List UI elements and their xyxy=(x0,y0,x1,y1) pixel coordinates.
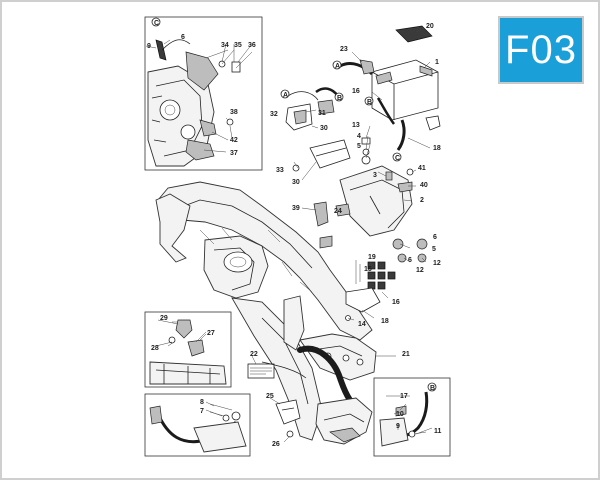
inset-bracket xyxy=(144,311,232,388)
callout-12: 12 xyxy=(416,267,424,274)
connection-a-label: A xyxy=(335,63,340,70)
callout-23: 23 xyxy=(340,46,348,53)
callout-42: 42 xyxy=(230,137,238,144)
callout-5: 5 xyxy=(432,246,436,253)
callout-29: 29 xyxy=(160,315,168,322)
page-code: F03 xyxy=(505,27,577,72)
leader-lines xyxy=(145,27,433,435)
callout-16: 16 xyxy=(392,299,400,306)
callout-31: 31 xyxy=(318,110,326,117)
warning-label-part xyxy=(247,361,307,379)
callout-8: 8 xyxy=(200,399,204,406)
battery-assembly xyxy=(285,25,441,321)
callout-20: 20 xyxy=(426,23,434,30)
callout-3: 3 xyxy=(373,172,377,179)
inset-wiring xyxy=(144,393,251,457)
callout-4: 4 xyxy=(357,133,361,140)
connection-c-label: C xyxy=(395,155,400,162)
callout-7: 7 xyxy=(200,408,204,415)
callout-21: 21 xyxy=(402,351,410,358)
connection-a-label: A xyxy=(283,92,288,99)
callout-17: 17 xyxy=(400,393,408,400)
callout-16: 16 xyxy=(352,88,360,95)
inset-engine xyxy=(144,16,263,171)
callout-18: 18 xyxy=(381,318,389,325)
connection-markers xyxy=(151,17,437,392)
callout-15: 15 xyxy=(364,266,372,273)
callout-labels: C A A B B C B 20 1 23 16 18 31 32 30 13 … xyxy=(147,20,442,448)
callout-32: 32 xyxy=(270,111,278,118)
callout-37: 37 xyxy=(230,150,238,157)
connection-b-label: B xyxy=(337,95,342,102)
callout-30: 30 xyxy=(320,125,328,132)
connection-b-label: B xyxy=(430,385,435,392)
callout-36: 36 xyxy=(248,42,256,49)
callout-18: 18 xyxy=(433,145,441,152)
callout-35: 35 xyxy=(234,42,242,49)
callout-39: 39 xyxy=(292,205,300,212)
callout-1: 1 xyxy=(435,59,439,66)
callout-11: 11 xyxy=(434,428,442,435)
callout-6: 6 xyxy=(408,257,412,264)
main-frame-drawing xyxy=(155,181,377,445)
callout-38: 38 xyxy=(230,109,238,116)
callout-19: 19 xyxy=(368,254,376,261)
callout-34: 34 xyxy=(221,42,229,49)
callout-5: 5 xyxy=(357,143,361,150)
callout-28: 28 xyxy=(151,345,159,352)
callout-2: 2 xyxy=(420,197,424,204)
callout-25: 25 xyxy=(266,393,274,400)
callout-12: 12 xyxy=(433,260,441,267)
callout-22: 22 xyxy=(250,351,258,358)
callout-24: 24 xyxy=(334,208,342,215)
callout-41: 41 xyxy=(418,165,426,172)
callout-13: 13 xyxy=(352,122,360,129)
inset-ground-cable xyxy=(373,377,451,457)
connection-b-label: B xyxy=(367,99,372,106)
callout-6: 6 xyxy=(433,234,437,241)
page-code-badge: F03 xyxy=(498,16,584,84)
callout-40: 40 xyxy=(420,182,428,189)
callout-10: 10 xyxy=(396,411,404,418)
callout-27: 27 xyxy=(207,330,215,337)
callout-14: 14 xyxy=(358,321,366,328)
callout-30: 30 xyxy=(292,179,300,186)
callout-6: 6 xyxy=(181,34,185,41)
bracket-part-25-26 xyxy=(269,397,301,443)
connection-c-label: C xyxy=(154,20,159,27)
callout-33: 33 xyxy=(276,167,284,174)
callout-26: 26 xyxy=(272,441,280,448)
callout-9: 9 xyxy=(396,423,400,430)
callout-9: 9 xyxy=(147,43,151,50)
